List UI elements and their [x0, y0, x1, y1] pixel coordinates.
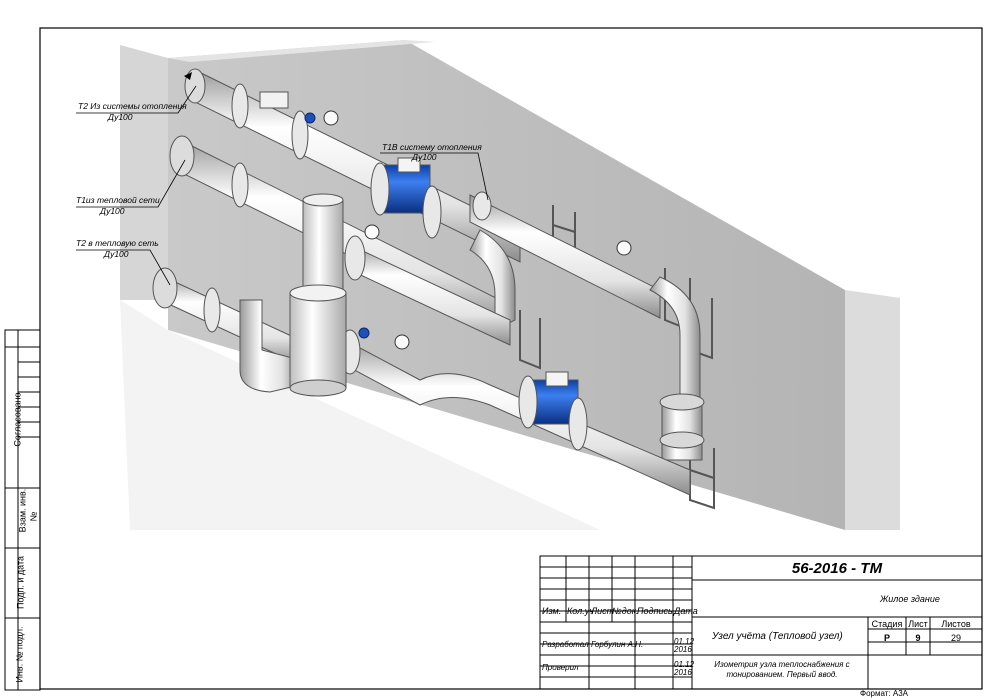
- stamp-vzam-nomer: №: [28, 511, 39, 522]
- title-block-grid: [539, 555, 983, 690]
- pipe-t1-supply-heating: [469, 191, 705, 461]
- col-header-data: Дата: [674, 606, 698, 616]
- col-header-ndok: №док.: [612, 606, 639, 616]
- pipe-middle-loop: [344, 235, 511, 346]
- mud-filter-tanks: [289, 193, 347, 397]
- sheets-value: 29: [950, 633, 961, 643]
- sheet-title: Изометрия узла теплоснабжения с тонирова…: [714, 660, 850, 679]
- date-razrabotal: 01.12 2016: [674, 637, 695, 654]
- drawing-title: Узел учёта (Тепловой узел): [712, 631, 843, 642]
- sheet-value: 9: [915, 633, 921, 643]
- col-header-kol-uch: Кол.уч: [567, 606, 594, 616]
- col-header-izm: Изм.: [542, 606, 562, 616]
- sheet-format: Формат: А3А: [860, 689, 908, 698]
- date-proveril: 01.12 2016: [674, 660, 695, 677]
- callout-t1-from-network: Т1из тепловой сети Ду100: [76, 195, 162, 216]
- callout-leaders: [76, 85, 489, 286]
- stamp-soglasovano: Согласовано: [12, 392, 23, 447]
- gauge-valves-blue: [304, 112, 370, 339]
- col-header-podpis: Подпись: [637, 606, 673, 616]
- pressure-gauges: [323, 110, 632, 350]
- stamp-vzam-inv: Взам. инв.: [17, 488, 28, 533]
- stamp-podp-data: Подп. и дата: [15, 556, 26, 610]
- role-razrabotal: Разработал: [542, 640, 589, 649]
- flow-arrow: [184, 72, 192, 80]
- stamp-inv-podl: Инв. № подл.: [14, 626, 25, 683]
- role-proveril: Проверил: [542, 663, 579, 672]
- sheet-label: Лист: [908, 619, 928, 629]
- callout-t2-to-network: Т2 в тепловую сеть Ду100: [76, 238, 161, 259]
- col-header-list: Лист: [591, 606, 615, 616]
- name-razrabotal: Горбулин А.Н.: [591, 640, 644, 649]
- left-strip-grid: [4, 329, 41, 691]
- callout-t2-from-heating: Т2 Из системы отопления Ду100: [78, 101, 189, 122]
- sheets-label: Листов: [941, 619, 971, 629]
- stage-label: Стадия: [871, 619, 903, 629]
- doc-code: 56-2016 - ТМ: [791, 560, 883, 577]
- stage-value: Р: [883, 633, 890, 643]
- callout-t1-to-heating: Т1В систему отопления Ду100: [382, 142, 484, 162]
- object-name: Жилое здание: [880, 594, 940, 604]
